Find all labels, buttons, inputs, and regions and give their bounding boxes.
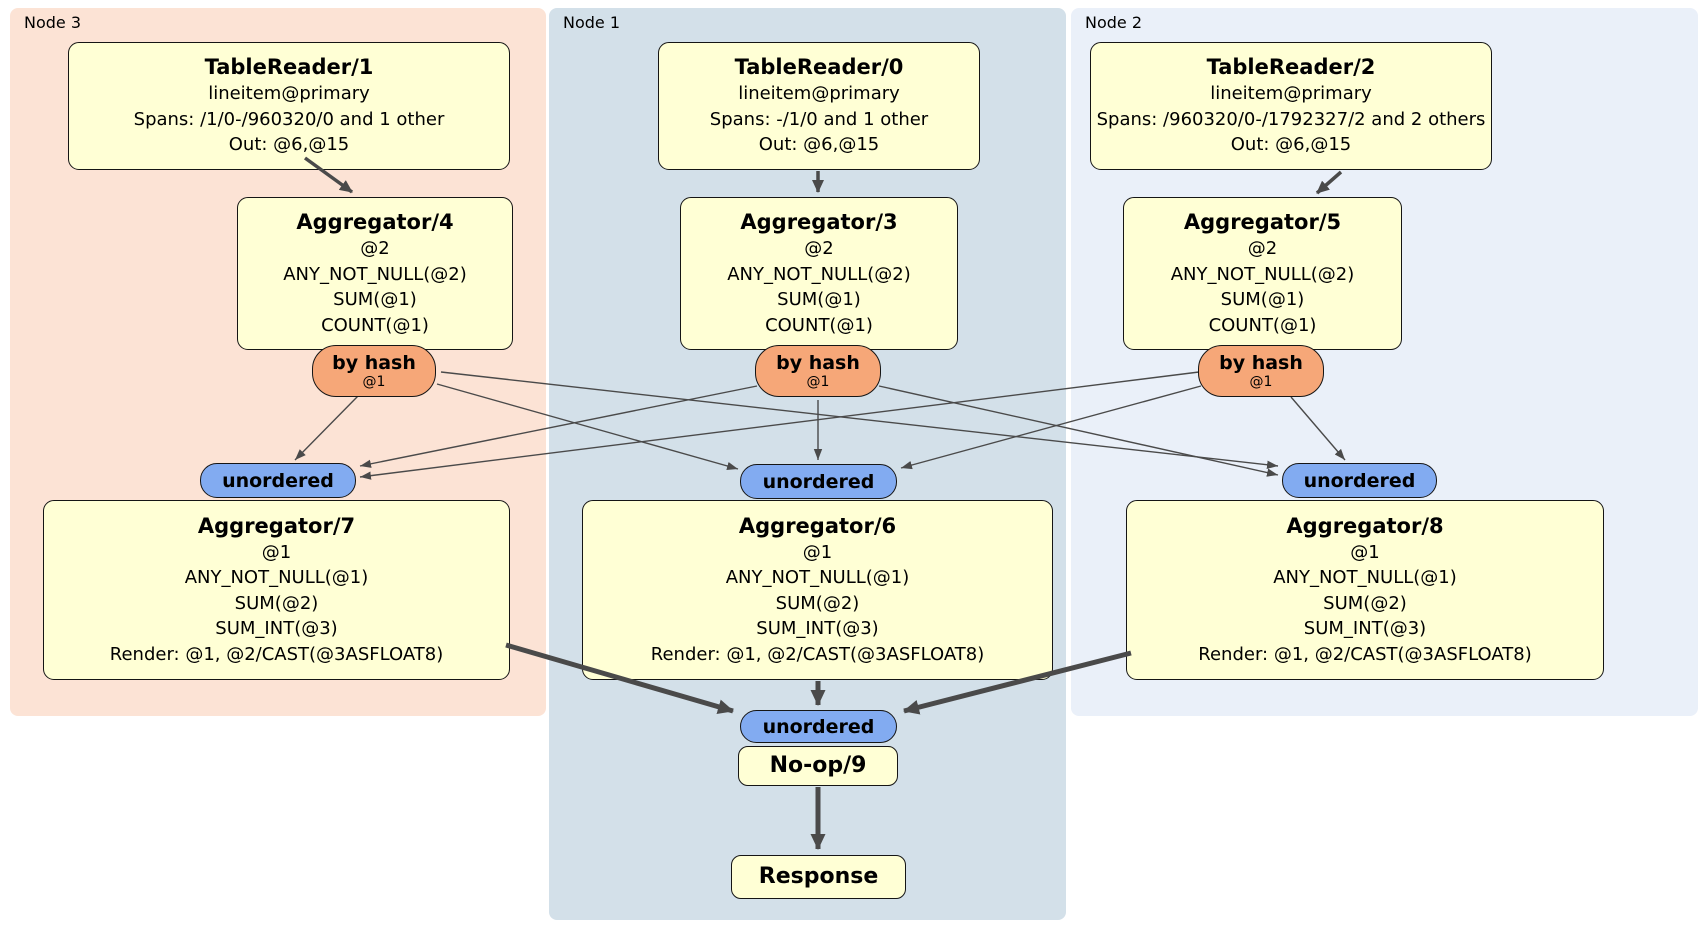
processor-row: Spans: -/1/0 and 1 other xyxy=(709,108,929,130)
processor-tablereader-2: TableReader/2 lineitem@primary Spans: /9… xyxy=(1090,42,1492,170)
processor-title: TableReader/1 xyxy=(204,55,374,80)
stream-label: unordered xyxy=(762,470,875,493)
router-label: by hash xyxy=(1219,352,1303,374)
processor-row: lineitem@primary xyxy=(1210,83,1372,105)
processor-row: Out: @6,@15 xyxy=(228,134,350,156)
processor-row: @1 xyxy=(261,541,292,563)
stream-unordered-node3: unordered xyxy=(200,463,356,498)
processor-aggregator-4: Aggregator/4 @2 ANY_NOT_NULL(@2) SUM(@1)… xyxy=(237,197,513,350)
region-label-node1: Node 1 xyxy=(563,13,621,32)
processor-row: @1 xyxy=(802,541,833,563)
processor-row: SUM_INT(@3) xyxy=(1303,618,1427,640)
processor-title: Aggregator/3 xyxy=(740,210,898,234)
processor-row: COUNT(@1) xyxy=(321,314,429,336)
processor-row: SUM(@1) xyxy=(333,289,417,310)
stream-label: unordered xyxy=(762,715,875,738)
region-label-node3: Node 3 xyxy=(24,13,82,32)
processor-row: SUM_INT(@3) xyxy=(215,618,338,640)
processor-aggregator-8: Aggregator/8 @1 ANY_NOT_NULL(@1) SUM(@2)… xyxy=(1126,500,1604,680)
processor-row: @2 xyxy=(1247,238,1278,259)
processor-row: ANY_NOT_NULL(@2) xyxy=(283,263,467,285)
processor-row: ANY_NOT_NULL(@1) xyxy=(1273,567,1457,589)
processor-row: Out: @6,@15 xyxy=(758,134,880,156)
processor-row: Render: @1, @2/CAST(@3ASFLOAT8) xyxy=(109,643,444,665)
processor-row: COUNT(@1) xyxy=(1208,314,1317,336)
processor-title: No-op/9 xyxy=(769,753,867,778)
processor-row: SUM(@1) xyxy=(1220,289,1305,310)
processor-row: @2 xyxy=(804,238,834,259)
processor-title: Aggregator/4 xyxy=(296,210,454,234)
router-label: by hash xyxy=(776,352,860,374)
processor-title: Aggregator/5 xyxy=(1183,210,1342,234)
processor-title: TableReader/0 xyxy=(734,55,904,80)
processor-row: Out: @6,@15 xyxy=(1230,134,1352,156)
processor-row: Spans: /1/0-/960320/0 and 1 other xyxy=(133,108,445,130)
region-label-node2: Node 2 xyxy=(1085,13,1143,32)
processor-row: ANY_NOT_NULL(@1) xyxy=(184,567,369,589)
processor-row: @2 xyxy=(360,238,390,259)
processor-tablereader-0: TableReader/0 lineitem@primary Spans: -/… xyxy=(658,42,980,170)
processor-row: Spans: /960320/0-/1792327/2 and 2 others xyxy=(1096,108,1486,130)
processor-row: lineitem@primary xyxy=(208,83,370,105)
processor-row: Render: @1, @2/CAST(@3ASFLOAT8) xyxy=(1198,643,1532,665)
router-label: by hash xyxy=(332,352,416,374)
processor-title: Response xyxy=(758,864,879,889)
processor-aggregator-3: Aggregator/3 @2 ANY_NOT_NULL(@2) SUM(@1)… xyxy=(680,197,958,350)
processor-row: ANY_NOT_NULL(@2) xyxy=(727,263,911,285)
processor-aggregator-5: Aggregator/5 @2 ANY_NOT_NULL(@2) SUM(@1)… xyxy=(1123,197,1402,350)
processor-row: COUNT(@1) xyxy=(765,314,873,336)
processor-title: TableReader/2 xyxy=(1206,55,1376,80)
router-detail: @1 xyxy=(362,374,386,390)
router-detail: @1 xyxy=(806,374,830,390)
processor-row: SUM(@2) xyxy=(234,592,319,614)
processor-title: Aggregator/7 xyxy=(197,513,356,538)
router-detail: @1 xyxy=(1249,374,1273,390)
processor-row: SUM(@2) xyxy=(1323,592,1407,614)
processor-row: SUM(@2) xyxy=(775,592,860,614)
router-by-hash-node2: by hash @1 xyxy=(1198,345,1324,397)
processor-aggregator-6: Aggregator/6 @1 ANY_NOT_NULL(@1) SUM(@2)… xyxy=(582,500,1053,680)
router-by-hash-node1: by hash @1 xyxy=(755,345,881,397)
stream-unordered-node1: unordered xyxy=(740,464,897,499)
stream-unordered-final: unordered xyxy=(740,710,897,743)
processor-row: Render: @1, @2/CAST(@3ASFLOAT8) xyxy=(650,643,985,665)
router-by-hash-node3: by hash @1 xyxy=(312,345,436,397)
processor-response: Response xyxy=(731,855,906,899)
processor-title: Aggregator/8 xyxy=(1286,513,1444,538)
processor-row: ANY_NOT_NULL(@2) xyxy=(1170,263,1355,285)
processor-row: SUM_INT(@3) xyxy=(756,618,879,640)
processor-row: @1 xyxy=(1350,541,1380,563)
processor-aggregator-7: Aggregator/7 @1 ANY_NOT_NULL(@1) SUM(@2)… xyxy=(43,500,510,680)
processor-row: lineitem@primary xyxy=(738,83,900,105)
stream-label: unordered xyxy=(1303,469,1416,492)
processor-title: Aggregator/6 xyxy=(738,513,897,538)
processor-row: SUM(@1) xyxy=(777,289,861,310)
processor-tablereader-1: TableReader/1 lineitem@primary Spans: /1… xyxy=(68,42,510,170)
stream-label: unordered xyxy=(222,469,334,492)
processor-noop-9: No-op/9 xyxy=(738,746,898,786)
processor-row: ANY_NOT_NULL(@1) xyxy=(725,567,910,589)
stream-unordered-node2: unordered xyxy=(1282,463,1437,498)
